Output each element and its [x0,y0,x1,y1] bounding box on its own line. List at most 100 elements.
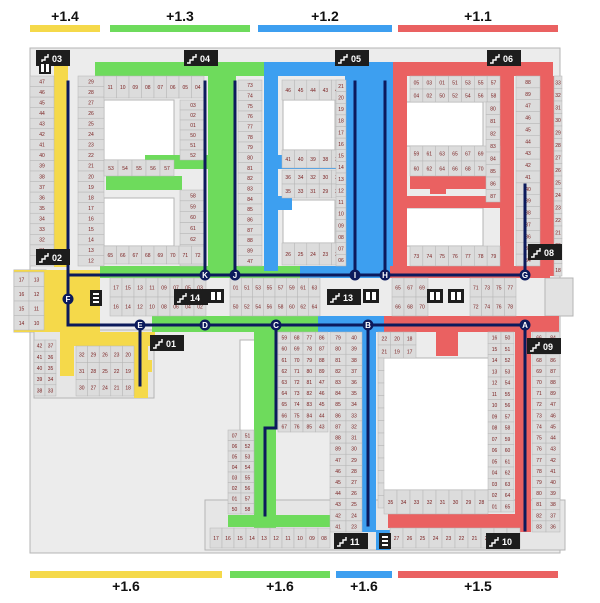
svg-text:20: 20 [125,352,131,358]
room: 86 [485,176,501,190]
room: 36 [281,169,295,185]
svg-text:47: 47 [335,458,341,464]
room: 35 [345,387,363,399]
svg-text:43: 43 [319,424,325,430]
svg-text:81: 81 [335,358,341,364]
svg-text:87: 87 [247,228,253,234]
svg-text:51: 51 [190,143,196,149]
room: 57 [274,277,287,298]
room: 25 [98,362,112,380]
svg-text:57: 57 [164,166,170,172]
room: 25 [345,498,363,511]
svg-text:08: 08 [492,426,498,432]
room: 29 [87,345,100,363]
room: 40 [515,182,541,195]
room: 84 [485,151,501,165]
room: 36 [545,520,561,533]
svg-text:17: 17 [113,286,119,292]
svg-text:53: 53 [255,286,261,292]
room: 33 [553,75,563,89]
svg-text:60: 60 [281,347,287,353]
svg-text:08: 08 [145,85,151,91]
room: 33 [409,489,424,515]
room: 66 [391,296,405,317]
svg-text:34: 34 [48,377,54,383]
svg-text:06: 06 [170,85,176,91]
elevator-icon [363,289,379,303]
stair-number: 02 [52,253,62,263]
room: 89 [315,365,329,377]
room: 60 [500,444,515,456]
room: 63 [308,277,321,298]
svg-text:28: 28 [91,369,97,375]
room: 24 [77,128,105,140]
svg-text:34: 34 [525,258,531,264]
room: 45 [545,420,561,433]
room: 44 [29,107,55,119]
svg-text:61: 61 [281,358,287,364]
svg-text:74: 74 [247,94,253,100]
room: 37 [345,365,363,377]
svg-text:56: 56 [245,486,251,492]
svg-text:22: 22 [114,369,120,375]
room: 67 [128,245,142,265]
svg-text:41: 41 [550,469,556,475]
svg-text:86: 86 [319,336,325,342]
room: 79 [486,245,501,267]
room: 54 [240,461,255,473]
svg-text:28: 28 [555,143,561,149]
svg-text:22: 22 [88,153,94,159]
stair-number: 03 [52,54,62,64]
room: 45 [29,96,55,108]
room: 55 [240,471,255,483]
room: 84 [329,387,347,399]
svg-text:84: 84 [335,391,341,397]
room: 12 [77,255,105,267]
room: 14 [77,234,105,246]
room: 12 [28,286,45,302]
svg-text:11: 11 [492,392,497,398]
room: 61 [422,145,436,162]
room: 18 [335,114,347,127]
room: 05 [227,450,242,462]
room: 15 [487,343,502,355]
svg-text:38: 38 [37,388,43,394]
room: 37 [44,339,57,352]
svg-text:63: 63 [312,286,318,292]
room: 53 [240,450,255,462]
stair-marker: 09 [527,338,561,354]
room: 42 [29,128,55,140]
svg-text:87: 87 [335,424,341,430]
svg-text:14: 14 [88,238,94,244]
room: 80 [329,342,347,355]
svg-text:39: 39 [37,377,43,383]
svg-text:77: 77 [306,336,312,342]
svg-text:J: J [233,271,237,280]
room: 40 [33,362,46,374]
room: 33 [44,384,57,397]
svg-text:81: 81 [490,119,496,125]
room: 43 [515,147,541,160]
room: 29 [553,125,563,139]
room: 34 [29,212,55,225]
svg-text:22: 22 [382,337,388,343]
svg-text:75: 75 [439,254,445,260]
svg-text:47: 47 [550,402,556,408]
room: 47 [515,99,541,112]
room: 75 [492,277,505,298]
svg-text:14: 14 [249,536,255,542]
svg-text:74: 74 [427,254,433,260]
svg-text:03: 03 [197,286,203,292]
svg-text:39: 39 [39,164,45,170]
svg-text:07: 07 [338,247,344,253]
room: 74 [422,245,436,267]
svg-text:54: 54 [245,465,251,471]
svg-text:72: 72 [473,305,479,311]
svg-text:89: 89 [319,369,325,375]
room: 33 [294,183,308,199]
room: 09 [157,277,171,298]
room: 02 [487,489,502,501]
room: 83 [237,183,263,194]
room: 83 [329,376,347,388]
stairs-icon [337,537,347,547]
